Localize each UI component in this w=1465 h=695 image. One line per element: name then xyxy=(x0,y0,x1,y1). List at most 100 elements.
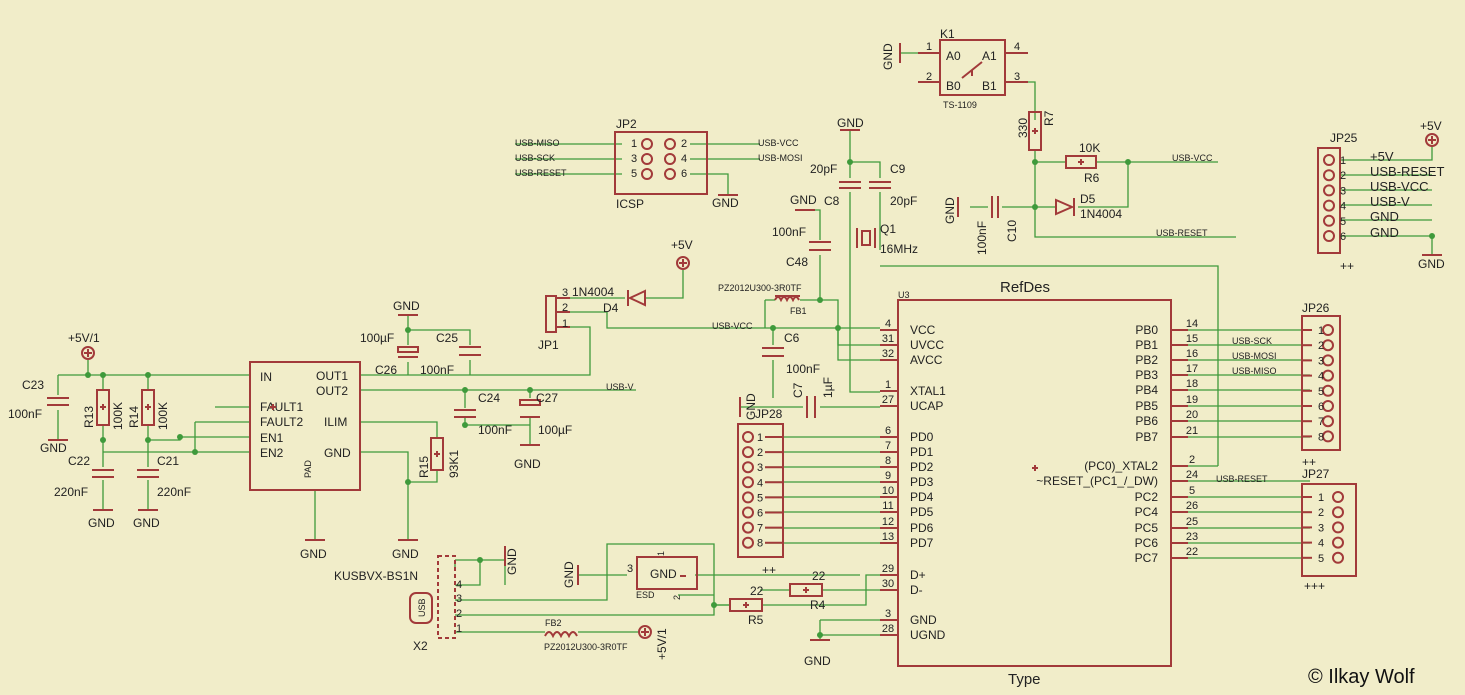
esd-protection: GND ESD 1 2 3 GND xyxy=(562,551,698,600)
c23-ref: C23 xyxy=(22,378,44,392)
mcu-pin-name: PB4 xyxy=(1135,383,1158,397)
c48-ref: C48 xyxy=(786,255,808,269)
r6-value: 10K xyxy=(1079,141,1100,155)
jp25-net6: GND xyxy=(1370,225,1399,240)
jp28-pin-circle xyxy=(742,446,754,459)
mcu-pin-number: 23 xyxy=(1186,531,1198,543)
r13-value: 100K xyxy=(111,402,125,430)
mcu-pin-name: UCAP xyxy=(910,399,943,413)
mcu-pin-name: PD2 xyxy=(910,460,934,474)
wire-junctions xyxy=(85,159,1435,638)
x2-pin2: 2 xyxy=(456,608,462,620)
jp25-pin-circle xyxy=(1323,154,1335,166)
jp27-pin-number: 4 xyxy=(1318,538,1324,550)
jp25-pin-number: 5 xyxy=(1340,216,1346,228)
mcu-pin-number: 8 xyxy=(885,455,891,467)
reg-gnd: GND xyxy=(324,446,351,460)
header-jp1: 3 2 1 JP1 xyxy=(538,287,570,352)
fb2-ref: FB2 xyxy=(545,618,562,628)
k1-a0: A0 xyxy=(946,49,961,63)
mcu-pin-name: PD1 xyxy=(910,445,934,459)
d5-value: 1N4004 xyxy=(1080,207,1122,221)
jp25-net1: +5V xyxy=(1370,149,1394,164)
jp2-pin2: 2 xyxy=(681,138,687,150)
reg-out2: OUT2 xyxy=(316,384,348,398)
reg-pad: PAD xyxy=(303,460,313,478)
mcu-pin-number: 18 xyxy=(1186,378,1198,390)
capacitor-c6: C6 100nF xyxy=(762,331,820,376)
capacitors-c25-c26: GND 100µF C26 C25 100nF xyxy=(360,299,481,377)
jp28-pin-number: 6 xyxy=(757,508,763,520)
r4-ref: R4 xyxy=(810,598,826,612)
capacitor-c7: C7 1µF GND xyxy=(739,377,835,420)
c7-value: 1µF xyxy=(821,377,835,398)
jp25-pin-circle xyxy=(1323,230,1335,242)
c22-value: 220nF xyxy=(54,485,88,499)
jp26-pin-circle xyxy=(1322,415,1334,428)
jp25-pin-number: 1 xyxy=(1340,155,1346,167)
mcu-pin-name: PB5 xyxy=(1135,399,1158,413)
mcu-pin-name: UVCC xyxy=(910,338,944,352)
c26-value: 100µF xyxy=(360,331,394,345)
jp26-pin-circle xyxy=(1322,369,1334,382)
p5v1-label: +5V/1 xyxy=(68,331,100,345)
jp28-pin-number: 7 xyxy=(757,523,763,535)
diode-d4: 1N4004 D4 +5V xyxy=(572,238,693,315)
jp2-net-sck: USB-SCK xyxy=(515,153,555,163)
jp25-5v-label: +5V xyxy=(1420,119,1442,133)
jp2-pin5: 5 xyxy=(631,168,637,180)
esd-ref: ESD xyxy=(636,590,655,600)
power-switch-ic: IN OUT1 OUT2 FAULT1 FAULT2 EN1 EN2 ILIM … xyxy=(249,361,361,491)
jp26-pin-circle xyxy=(1322,400,1334,412)
x2-pin4: 4 xyxy=(456,579,462,591)
jp26-pin-number: 3 xyxy=(1318,355,1324,367)
mcu-pin-name: D- xyxy=(910,583,923,597)
net-usb-vcc-r6: USB-VCC xyxy=(1172,153,1213,163)
c26-gnd-label: GND xyxy=(393,299,420,313)
jp25-pin-circle xyxy=(1323,169,1335,182)
k1-a1: A1 xyxy=(982,49,997,63)
mcu-pin-number: 7 xyxy=(885,440,891,452)
mcu-pin-name: PB6 xyxy=(1135,414,1158,428)
jp27-pin-number: 2 xyxy=(1318,507,1324,519)
jp2-pin1: 1 xyxy=(631,138,637,150)
resistor-r15: R15 93K1 GND GND xyxy=(300,437,461,561)
r13-ref: R13 xyxy=(82,406,96,428)
jp25-pin-number: 3 xyxy=(1340,185,1346,197)
r14-value: 100K xyxy=(156,402,170,430)
jp25-pin-number: 2 xyxy=(1340,170,1346,182)
c27-ref: C27 xyxy=(536,391,558,405)
c48-value: 100nF xyxy=(772,225,806,239)
jp28-ref: JP28 xyxy=(755,407,783,421)
jp27-pin-number: 3 xyxy=(1318,522,1324,534)
c27-value: 100µF xyxy=(538,423,572,437)
jp25-gnd-label: GND xyxy=(1418,257,1445,271)
jp28-pin-circle xyxy=(742,476,754,489)
k1-pin3: 3 xyxy=(1014,71,1020,83)
net-usb-reset-pc1: USB-RESET xyxy=(1216,474,1268,484)
mcu-pin-number: 19 xyxy=(1186,394,1198,406)
mcu-pin-name: PD0 xyxy=(910,430,934,444)
mcu-pin-name: GND xyxy=(910,613,937,627)
mcu-pin-name: PC2 xyxy=(1135,490,1159,504)
jp27-pin-circle xyxy=(1332,521,1344,534)
q1-ref: Q1 xyxy=(880,222,896,236)
jp28-pin-circle xyxy=(742,506,754,519)
mcu-pin-number: 10 xyxy=(882,485,894,497)
jp25-net4: USB-V xyxy=(1370,194,1410,209)
mcu-pin-name: PC6 xyxy=(1135,536,1159,550)
k1-b0: B0 xyxy=(946,79,961,93)
mcu-pin-name: PB0 xyxy=(1135,323,1158,337)
mcu-pin-number: 4 xyxy=(885,318,891,330)
resistor-r7: 330 R7 xyxy=(1016,110,1056,151)
net-usb-reset-d5: USB-RESET xyxy=(1156,228,1208,238)
reg-in: IN xyxy=(260,370,272,384)
r4-value: 22 xyxy=(812,569,826,583)
mcu-pin-number: 30 xyxy=(882,578,894,590)
jp26-pin-number: 6 xyxy=(1318,401,1324,413)
mcu-pin-name: PD6 xyxy=(910,521,934,535)
mcu-pin-number: 12 xyxy=(882,516,894,528)
diode-d5: D5 1N4004 xyxy=(1055,192,1122,221)
d4-ref: D4 xyxy=(603,301,619,315)
mcu-pin-name: PD3 xyxy=(910,475,934,489)
